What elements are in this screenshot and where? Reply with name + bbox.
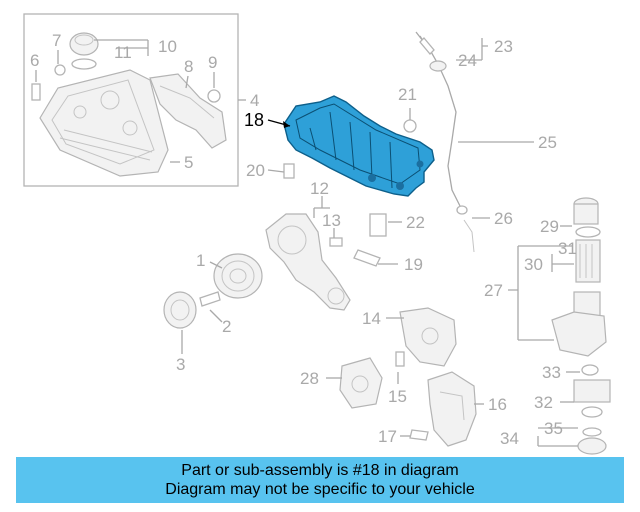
banner-line-disclaimer: Diagram may not be specific to your vehi… [165,481,475,498]
oil-baffle-shield [427,371,477,447]
part-info-banner: Part or sub-assembly is #18 in diagram D… [16,457,624,503]
callout-24: 24 [458,51,477,70]
oil-dipstick [415,31,475,253]
callout-14: 14 [362,309,381,328]
oil-pan-highlighted [283,95,435,197]
crankshaft-seal [163,291,197,329]
callout-2: 2 [222,317,231,336]
callout-35: 35 [544,419,563,438]
callout-32: 32 [534,393,553,412]
callout-7: 7 [52,31,61,50]
oil-pump-gasket [339,357,383,409]
callout-3: 3 [176,355,185,374]
callout-22: 22 [406,213,425,232]
callout-10: 10 [158,37,177,56]
oil-pan-body [283,95,435,197]
callout-23: 23 [494,37,513,56]
cylinder-head-cover [39,69,169,177]
callout-25: 25 [538,133,557,152]
callout-33: 33 [542,363,561,382]
callout-26: 26 [494,209,513,228]
callout-6: 6 [30,51,39,70]
callout-18: 18 [244,110,264,130]
callout-31: 31 [558,239,577,258]
pulley-bolt [199,291,221,307]
callout-15: 15 [388,387,407,406]
oil-filter-housing [551,197,611,455]
small-fasteners-head [31,64,221,103]
oil-pan-detail [295,103,421,189]
callout-20: 20 [246,161,265,180]
callout-4: 4 [250,91,259,110]
timing-cover [265,213,351,311]
callout-16: 16 [488,395,507,414]
callout-12: 12 [310,179,329,198]
callout-9: 9 [208,53,217,72]
small-fasteners-block [283,119,429,441]
banner-line-part: Part or sub-assembly is #18 in diagram [181,462,459,479]
callout-19: 19 [404,255,423,274]
callout-5: 5 [184,153,193,172]
callout-11: 11 [114,43,132,62]
oil-pump-bracket [399,307,457,367]
leader-lines [35,38,580,447]
callout-30: 30 [524,255,543,274]
callout-8: 8 [184,57,193,76]
crankcase-breather [149,73,227,149]
callout-21: 21 [398,85,417,104]
callout-28: 28 [300,369,319,388]
callout-27: 27 [484,281,503,300]
callout-13: 13 [322,211,341,230]
callout-34: 34 [500,429,519,448]
callout-29: 29 [540,217,559,236]
callout-17: 17 [378,427,397,446]
callout-labels: 1 2 3 4 5 6 7 8 9 10 11 12 13 14 15 16 1… [30,31,577,448]
oil-filler-cap [69,32,99,70]
callout-1: 1 [196,251,205,270]
crankshaft-pulley [213,253,263,299]
